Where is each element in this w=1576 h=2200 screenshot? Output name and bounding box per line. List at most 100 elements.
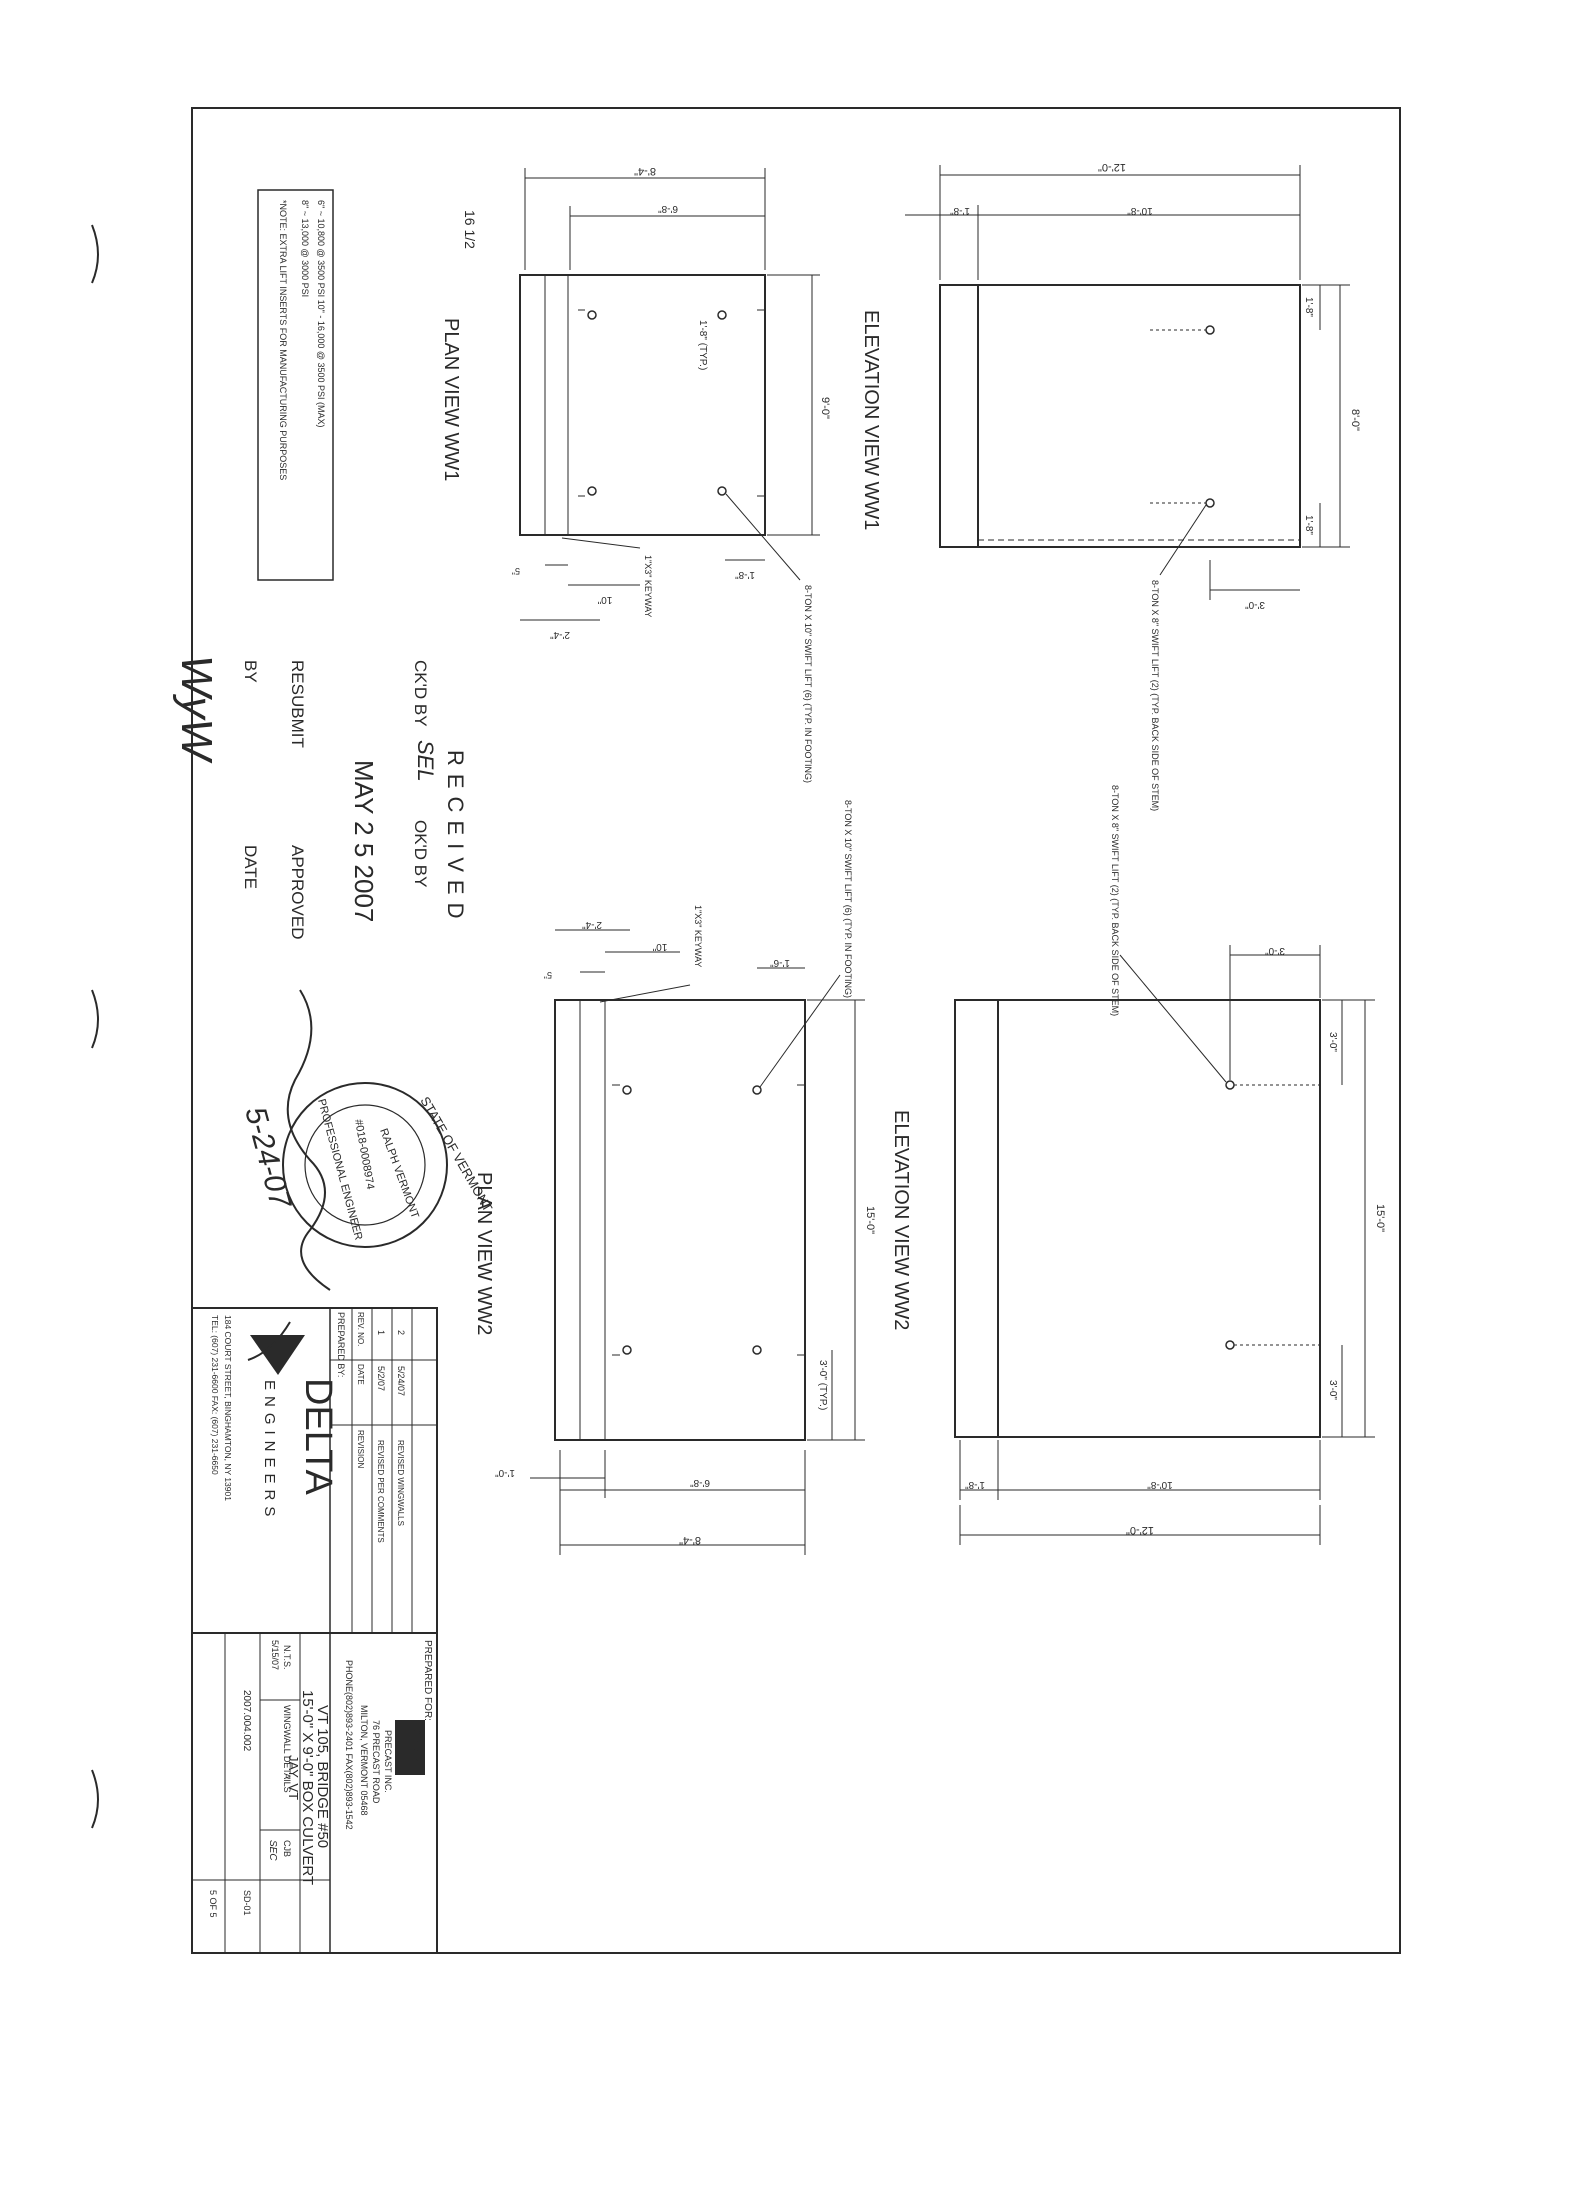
scale: N.T.S.: [282, 1645, 292, 1670]
firm-phone: TEL: (607) 231-6600 FAX: (607) 231-6650: [210, 1315, 220, 1475]
sheet-border: [191, 107, 1401, 1954]
ww1-elev-bottom-offset: 1'-8": [1303, 515, 1314, 535]
drawn-by: CJB: [282, 1840, 292, 1857]
ww2-plan-keyway-width: 5": [544, 970, 552, 980]
ww1-elev-stem: 1'-8": [950, 205, 970, 216]
ww2-elev-wall-width: 10'-8": [1147, 1479, 1173, 1490]
ww2-elevation-title: ELEVATION VIEW WW2: [890, 1110, 912, 1330]
received-title: RECEIVED: [443, 750, 468, 926]
rev-2-no: 2: [396, 1330, 406, 1335]
received-date: MAY 2 5 2007: [349, 760, 379, 922]
ww1-elev-top-offset: 1'-8": [1303, 297, 1314, 317]
seal-name: RALPH VERMONT: [377, 1127, 421, 1220]
rev-1-text: REVISED PER COMMENTS: [376, 1440, 385, 1543]
received-ckd-by: CK'D BY: [411, 660, 430, 727]
ww2-plan-footing-edge: 2'-4": [582, 919, 602, 930]
project-line2: 15'-0" X 9'-0" BOX CULVERT: [299, 1690, 316, 1885]
scan-mark: [91, 224, 99, 284]
plan-view-ww2: 2'-4" 10" 5" 1'-6" 1"X3" KEYWAY 8-TON X …: [473, 800, 876, 1555]
ww2-elev-bottom-offset: 3'-0": [1327, 1380, 1338, 1400]
seal-license: #018-0008974: [352, 1118, 376, 1190]
client-logo-text: DAMP: [410, 1726, 424, 1761]
seal-signature-scribble: [286, 989, 331, 1291]
ww2-plan-stem-left: 1'-0": [495, 1467, 515, 1478]
sheet-title: WINGWALL DETAILS: [282, 1705, 292, 1793]
received-stamp: RECEIVED CK'D BY OK'D BY MAY 2 5 2007 RE…: [172, 655, 468, 939]
received-initials: SEL: [413, 740, 438, 782]
elevation-view-ww2: 3'-0" 15'-0" 3'-0" 3'-0" 10'-8" 1'-8" 12…: [890, 785, 1386, 1545]
rev-header-date: DATE: [356, 1364, 365, 1385]
received-okd-by: OK'D BY: [411, 820, 430, 888]
client-phone: PHONE(802)893-2401 FAX(802)893-1542: [344, 1660, 354, 1830]
rev-header-revision: REVISION: [356, 1430, 365, 1468]
rev-1-date: 5/2/07: [376, 1366, 386, 1391]
delta-logo-icon: [250, 1335, 305, 1375]
scan-mark: [91, 989, 99, 1049]
ww1-elevation-title: ELEVATION VIEW WW1: [860, 310, 882, 530]
plan-view-ww1: 8'-4" 6'-8" 16 1/2 9'-0" 1'-8" (TYP.) 1'…: [440, 165, 831, 783]
firm-name: DELTA: [297, 1378, 339, 1495]
notes-line2: 8" ~ 13,000 @ 3000 PSI: [300, 200, 310, 297]
rev-2-date: 5/24/07: [396, 1366, 406, 1396]
ww1-plan-length: 9'-0": [819, 397, 831, 419]
prepared-by-label: PREPARED BY:: [336, 1312, 346, 1377]
received-approved: APPROVED: [288, 845, 307, 939]
job-no: 2007.004.002: [241, 1690, 252, 1752]
client-address1: 76 PRECAST ROAD: [371, 1720, 381, 1804]
ww1-plan-overall: 8'-4": [634, 165, 656, 177]
ww2-plan-title: PLAN VIEW WW2: [473, 1172, 495, 1335]
ww2-elev-overall-width: 12'-0": [1126, 1524, 1154, 1536]
checked-by: SEC: [267, 1840, 278, 1861]
rev-1-no: 1: [376, 1330, 386, 1335]
ww1-elev-callout: 8-TON X 8" SWIFT LIFT (2) (TYP. BACK SID…: [1150, 580, 1160, 811]
ww1-elev-height: 8'-0": [1349, 409, 1361, 431]
ww2-elev-callout: 8-TON X 8" SWIFT LIFT (2) (TYP. BACK SID…: [1110, 785, 1120, 1016]
ww1-plan-typ: 1'-8" (TYP.): [697, 320, 708, 370]
ww2-plan-length: 15'-0": [864, 1206, 876, 1234]
ww1-plan-handwritten: 16 1/2: [462, 210, 478, 249]
project-line1: VT 105, BRIDGE #50: [314, 1705, 331, 1848]
client-name: PRECAST INC.: [383, 1730, 393, 1793]
ww1-elev-overall-width: 12'-0": [1098, 161, 1126, 173]
firm-address: 184 COURT STREET, BINGHAMTON, NY 13901: [223, 1315, 233, 1501]
ww2-plan-key-spacing: 10": [652, 941, 667, 952]
ww2-elev-lift-spacing: 3'-0": [1265, 945, 1285, 956]
received-date-label: DATE: [241, 845, 260, 889]
title-block: DELTA ENGINEERS 184 COURT STREET, BINGHA…: [191, 1307, 438, 1954]
ww2-plan-callout: 8-TON X 10" SWIFT LIFT (6) (TYP. IN FOOT…: [843, 800, 853, 998]
received-by: BY: [241, 660, 260, 683]
ww1-plan-inner: 6'-8": [658, 203, 678, 214]
ww1-plan-callout: 8-TON X 10" SWIFT LIFT (6) (TYP. IN FOOT…: [803, 585, 813, 783]
client-logo: [395, 1720, 425, 1775]
rev-2-text: REVISED WINGWALLS: [396, 1440, 405, 1526]
prepared-for-label: PREPARED FOR:: [422, 1640, 433, 1721]
dwg-no: SD-01: [242, 1890, 252, 1916]
received-signature: WyW: [172, 655, 221, 764]
ww2-plan-keyway: 1"X3" KEYWAY: [693, 905, 703, 967]
ww1-plan-keyway-width: 5": [512, 566, 520, 576]
ww2-plan-end-offset: 3'-0" (TYP.): [817, 1360, 828, 1410]
sheet-no: 5 OF 5: [208, 1890, 218, 1918]
notes-box: 6" ~ 10,800 @ 3500 PSI 10" - 16,000 @ 35…: [257, 189, 334, 581]
pe-seal: STATE OF VERMONT RALPH VERMONT #018-0008…: [238, 989, 496, 1291]
ww1-elev-lift-spacing: 3'-0": [1245, 599, 1265, 610]
firm-sub: ENGINEERS: [261, 1380, 278, 1522]
ww1-elev-wall-width: 10'-8": [1127, 205, 1153, 216]
notes-line1: 6" ~ 10,800 @ 3500 PSI 10" - 16,000 @ 35…: [316, 200, 326, 428]
notes-line3: *NOTE: EXTRA LIFT INSERTS FOR MANUFACTUR…: [278, 200, 288, 480]
ww2-elev-stem: 1'-8": [965, 1479, 985, 1490]
ww2-plan-inner: 6'-8": [690, 1477, 710, 1488]
ww1-plan-lift-offset: 1'-8": [735, 569, 755, 580]
ww1-plan-key-spacing: 10": [597, 594, 612, 605]
ww2-elev-top-offset: 3'-0": [1327, 1032, 1338, 1052]
project-line3: JAY, VT: [286, 1755, 301, 1800]
ww1-plan-footing-edge: 2'-4": [550, 629, 570, 640]
drawn-date: 5/15/07: [270, 1640, 280, 1670]
ww2-elev-length: 15'-0": [1374, 1204, 1386, 1232]
elevation-view-ww1: 12'-0" 10'-8" 1'-8" 8'-0" 1'-8" 1'-8" 3'…: [860, 161, 1361, 811]
scan-mark: [91, 1769, 99, 1829]
ww1-plan-title: PLAN VIEW WW1: [440, 318, 462, 481]
ww2-plan-lift-offset: 1'-6": [770, 957, 790, 968]
rev-header-no: REV. NO.: [356, 1312, 365, 1346]
